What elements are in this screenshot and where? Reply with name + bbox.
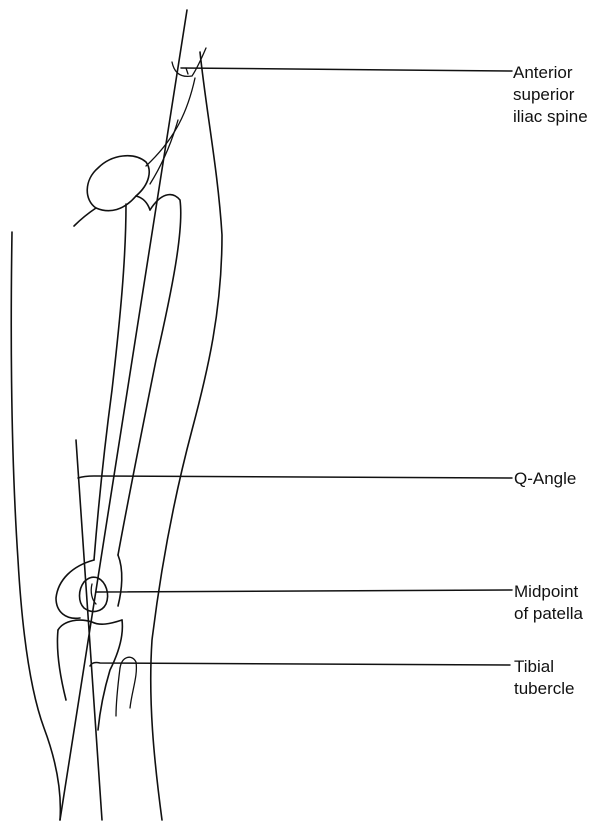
label-asis: Anterior superior iliac spine — [513, 63, 588, 126]
leader-tibial — [90, 662, 510, 666]
label-tibial-line-1: Tibial — [514, 657, 554, 676]
femoral-head — [87, 156, 149, 211]
femur — [56, 156, 181, 619]
leader-q-angle — [78, 476, 512, 478]
label-q-angle-line-1: Q-Angle — [514, 469, 576, 488]
fibula-shaft — [116, 668, 120, 716]
label-asis-line-3: iliac spine — [513, 107, 588, 126]
femur-shaft-medial — [94, 204, 126, 560]
tibia — [57, 620, 136, 730]
femoral-neck — [136, 196, 150, 210]
leader-lines — [78, 68, 512, 666]
label-tibial: Tibial tubercle — [514, 657, 574, 698]
asis-patella-line — [60, 10, 187, 820]
label-patella-line-2: of patella — [514, 604, 584, 623]
labels: Anterior superior iliac spine Q-Angle Mi… — [513, 63, 588, 698]
pelvis-edge — [146, 78, 195, 166]
tibia-medial — [57, 630, 66, 700]
label-patella-line-1: Midpoint — [514, 582, 579, 601]
fibula-head — [120, 657, 136, 708]
iliac-spine-tick — [186, 68, 188, 74]
label-asis-line-2: superior — [513, 85, 575, 104]
label-tibial-line-2: tubercle — [514, 679, 574, 698]
leg-outline-left — [11, 232, 60, 820]
leader-asis — [181, 68, 512, 71]
label-patella: Midpoint of patella — [514, 582, 584, 623]
femur-condyle-lateral — [118, 555, 122, 606]
label-q-angle: Q-Angle — [514, 469, 576, 488]
leg-outline-right — [151, 52, 222, 820]
reference-lines — [60, 10, 187, 820]
patella-tubercle-line — [76, 440, 102, 820]
label-asis-line-1: Anterior — [513, 63, 573, 82]
greater-trochanter — [74, 208, 96, 226]
